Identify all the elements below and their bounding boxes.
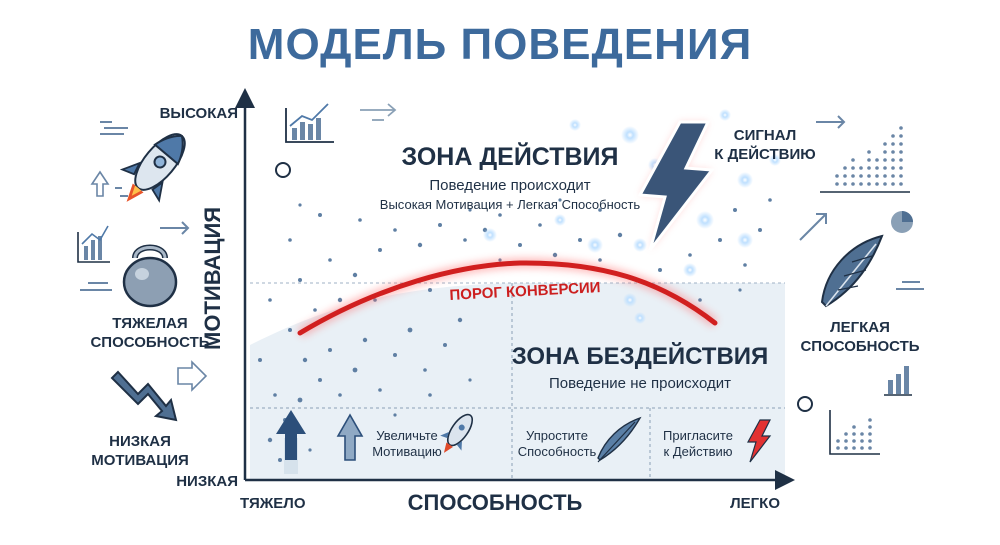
lightning-icon xyxy=(637,120,715,251)
line-chart-icon xyxy=(285,103,334,143)
tip-simplify-ability: Упростите Способность xyxy=(512,428,602,460)
tip-1-line1: Увеличьте xyxy=(376,428,438,443)
lightning-small-icon xyxy=(746,419,772,463)
easy-ability-label: ЛЕГКАЯ СПОСОБНОСТЬ xyxy=(790,318,930,356)
low-motivation-label: НИЗКАЯ МОТИВАЦИЯ xyxy=(70,432,210,470)
glow-dots xyxy=(483,109,781,324)
diagonal-arrow-icon xyxy=(799,213,827,241)
feather-small-icon xyxy=(597,416,642,463)
kettlebell-icon xyxy=(122,244,178,308)
low-motivation-line1: НИЗКАЯ xyxy=(109,433,171,450)
feather-icon xyxy=(820,234,884,308)
bar-chart-small-icon xyxy=(77,225,110,263)
tip-3-line2: к Действию xyxy=(663,444,733,459)
arrow-up-dark-icon xyxy=(276,410,306,474)
hard-ability-line1: ТЯЖЕЛАЯ xyxy=(112,315,188,332)
tip-2-line2: Способность xyxy=(517,444,597,459)
hard-ability-line2: СПОСОБНОСТЬ xyxy=(90,334,210,351)
tip-3-line1: Пригласите xyxy=(663,428,733,443)
bar-chart-right-icon xyxy=(884,366,912,396)
dot-chart-bottom-icon xyxy=(829,410,880,455)
idle-zone-line1: Поведение не происходит xyxy=(548,375,732,392)
arrow-right-top-icon xyxy=(816,115,846,129)
y-axis-high-label: ВЫСОКАЯ xyxy=(159,105,238,122)
scatter-dots xyxy=(258,198,772,462)
circle-outline-icon xyxy=(275,162,291,178)
rocket-small-icon xyxy=(440,413,474,453)
speed-lines-icon xyxy=(100,121,128,197)
tip-increase-motivation: Увеличьте Мотивацию xyxy=(362,428,452,460)
signal-line2: К ДЕЙСТВИЮ xyxy=(714,146,816,163)
x-axis-right-label: ЛЕГКО xyxy=(730,495,780,512)
signal-label: СИГНАЛ К ДЕЙСТВИЮ xyxy=(700,126,830,164)
easy-ability-line2: СПОСОБНОСТЬ xyxy=(800,338,920,355)
threshold-curve xyxy=(297,260,718,336)
speed-lines-2-icon xyxy=(80,282,112,291)
x-axis-title: СПОСОБНОСТЬ xyxy=(407,490,583,515)
tip-call-to-action: Пригласите к Действию xyxy=(652,428,744,460)
pie-chart-icon xyxy=(891,211,913,233)
down-trend-arrow-icon xyxy=(110,370,178,422)
hard-ability-label: ТЯЖЕЛАЯ СПОСОБНОСТЬ xyxy=(80,314,220,352)
idle-zone-title: ЗОНА БЕЗДЕЙСТВИЯ xyxy=(511,343,769,370)
page-title: МОДЕЛЬ ПОВЕДЕНИЯ xyxy=(247,20,753,69)
easy-ability-line1: ЛЕГКАЯ xyxy=(830,319,890,336)
idle-zone-area xyxy=(250,283,785,480)
signal-line1: СИГНАЛ xyxy=(733,127,797,144)
tip-1-line2: Мотивацию xyxy=(372,444,442,459)
up-arrow-outline-icon xyxy=(90,170,110,197)
low-motivation-line2: МОТИВАЦИЯ xyxy=(91,452,189,469)
x-axis-left-label: ТЯЖЕЛО xyxy=(240,495,306,512)
arrow-right-small-icon xyxy=(160,221,190,235)
action-zone-line2: Высокая Мотивация + Легкая Способность xyxy=(379,197,641,212)
action-zone-line1: Поведение происходит xyxy=(429,177,591,194)
tip-2-line1: Упростите xyxy=(526,428,588,443)
y-axis-low-label: НИЗКАЯ xyxy=(176,473,238,490)
dot-bar-chart-icon xyxy=(835,126,903,186)
speed-lines-3-icon xyxy=(896,281,924,290)
action-zone-title: ЗОНА ДЕЙСТВИЯ xyxy=(401,143,619,171)
right-arrow-outline-icon xyxy=(177,360,208,392)
circle-outline-right-icon xyxy=(797,396,813,412)
rocket-icon xyxy=(119,133,186,203)
arrow-up-outline-icon xyxy=(336,413,364,461)
arrow-right-icon xyxy=(360,103,397,121)
